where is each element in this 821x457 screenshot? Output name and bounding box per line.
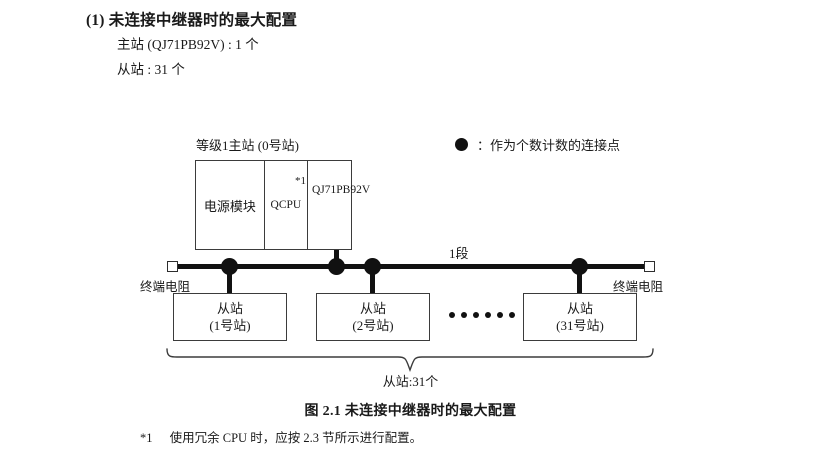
network-module-label-line2: PB92V xyxy=(336,184,371,196)
section-heading: (1) 未连接中继器时的最大配置 xyxy=(86,8,297,30)
master-module-assembly: 电源模块 QCPU *1 QJ71 PB92V xyxy=(195,160,370,250)
footnote-marker-icon: *1 xyxy=(295,175,306,187)
section-title: 未连接中继器时的最大配置 xyxy=(108,12,298,29)
slave-station-number: (1号站) xyxy=(209,318,251,333)
terminator-left-label: 终端电阻 xyxy=(140,280,191,294)
slave-group-total-label: 从站:31个 xyxy=(382,374,439,389)
terminator-right-label: 终端电阻 xyxy=(613,280,664,294)
slave-drop-line xyxy=(227,266,232,294)
connection-node xyxy=(328,258,345,275)
spec-slave-count: 从站 : 31 个 xyxy=(117,62,185,77)
slave-station-box: 从站 (2号站) xyxy=(316,293,430,341)
power-supply-module-cell: 电源模块 xyxy=(196,161,265,249)
section-number: (1) xyxy=(86,12,105,29)
terminator-right-icon xyxy=(644,261,655,272)
network-module-cell: QJ71 PB92V xyxy=(308,161,370,249)
legend-text: ：作为个数计数的连接点 xyxy=(477,138,621,153)
terminator-left-icon xyxy=(167,261,178,272)
brace-icon xyxy=(166,348,654,373)
footnote-text: 使用冗余 CPU 时，应按 2.3 节所示进行配置。 xyxy=(169,431,423,445)
network-bus-line xyxy=(172,264,650,269)
slave-drop-line xyxy=(370,266,375,294)
qcpu-module-label: QCPU xyxy=(270,199,302,211)
network-module-label-line1: QJ71 xyxy=(312,184,337,196)
slave-group-brace xyxy=(165,348,655,374)
footnote: *1 使用冗余 CPU 时，应按 2.3 节所示进行配置。 xyxy=(140,427,422,446)
qcpu-module-cell: QCPU *1 xyxy=(265,161,308,249)
ellipsis-dots-icon xyxy=(449,312,515,318)
slave-drop-line xyxy=(577,266,582,294)
filled-circle-icon xyxy=(455,138,468,151)
footnote-mark: *1 xyxy=(140,431,153,445)
slave-station-number: (31号站) xyxy=(556,318,604,333)
slave-station-title: 从站 xyxy=(216,300,243,316)
slave-station-box: 从站 (31号站) xyxy=(523,293,637,341)
segment-label: 1段 xyxy=(449,246,469,261)
slave-station-title: 从站 xyxy=(566,300,593,316)
slave-station-number: (2号站) xyxy=(352,318,394,333)
slave-station-box: 从站 (1号站) xyxy=(173,293,287,341)
figure-caption: 图 2.1 未连接中继器时的最大配置 xyxy=(304,404,517,419)
spec-master-count: 主站 (QJ71PB92V) : 1 个 xyxy=(117,37,259,52)
legend: ：作为个数计数的连接点 xyxy=(455,135,620,154)
master-station-label: 等级1主站 (0号站) xyxy=(196,138,299,153)
slave-station-title: 从站 xyxy=(359,300,386,316)
power-supply-module-label: 电源模块 xyxy=(203,198,256,214)
